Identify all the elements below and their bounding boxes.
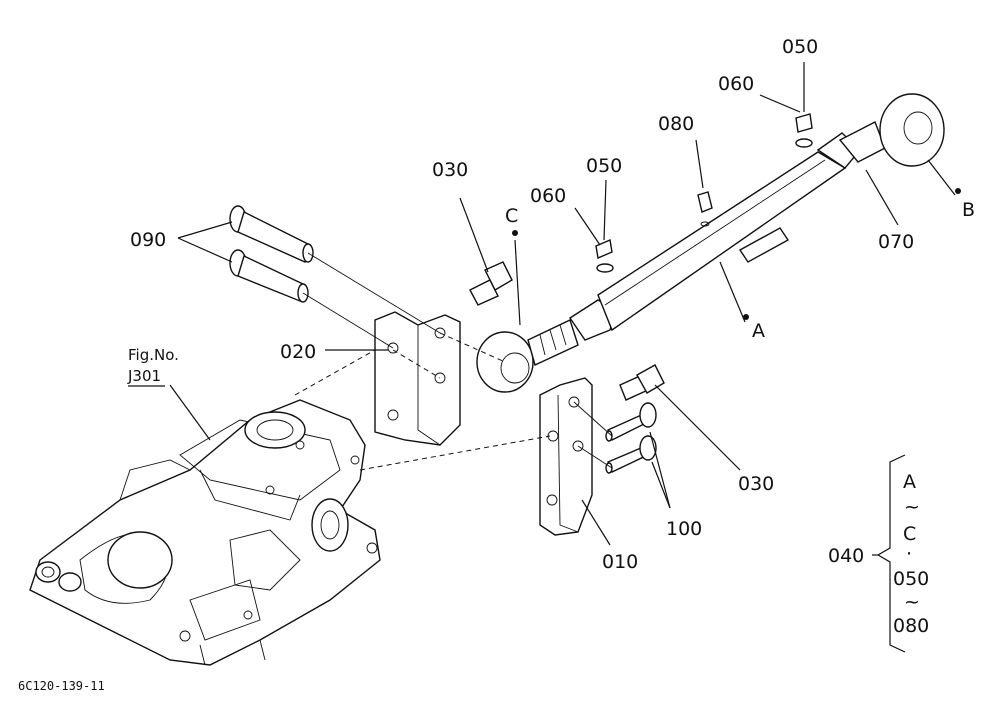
- group-tilde-2: ~: [904, 591, 920, 613]
- callout-030-top: 030: [432, 159, 468, 181]
- group-text-c: C: [903, 523, 916, 545]
- washer-060-top: [795, 138, 813, 148]
- group-dot: ·: [906, 543, 912, 565]
- callout-040: 040: [828, 545, 864, 567]
- callout-050-mid: 050: [586, 155, 622, 177]
- callout-080: 080: [658, 113, 694, 135]
- point-c-marker: [512, 230, 518, 236]
- grease-fitting-080: [697, 191, 713, 227]
- callout-060-mid: 060: [530, 185, 566, 207]
- point-b-marker: [955, 188, 961, 194]
- nut-050-top: [795, 113, 813, 133]
- figure-ref-line2: J301: [127, 367, 161, 385]
- callout-050-top: 050: [782, 36, 818, 58]
- callout-020: 020: [280, 341, 316, 363]
- transmission-housing: [29, 399, 381, 666]
- callout-070: 070: [878, 231, 914, 253]
- callout-090: 090: [130, 229, 166, 251]
- pin-100-upper: [605, 402, 657, 442]
- bolt-030-upper: [469, 261, 513, 306]
- callout-010: 010: [602, 551, 638, 573]
- leader-lines: [169, 62, 956, 546]
- callout-point-a: A: [752, 320, 765, 342]
- pin-090-upper: [229, 205, 314, 263]
- group-text-080: 080: [893, 615, 929, 637]
- washer-060-mid: [596, 263, 614, 273]
- callout-060-top: 060: [718, 73, 754, 95]
- pin-090-lower: [229, 249, 309, 303]
- top-link-assembly: [476, 93, 945, 393]
- callout-point-b: B: [962, 199, 975, 221]
- callout-point-c: C: [505, 205, 518, 227]
- bracket-010: [539, 377, 593, 536]
- bolt-030-lower: [619, 364, 665, 401]
- callout-030-right: 030: [738, 473, 774, 495]
- group-tilde-1: ~: [904, 496, 920, 518]
- callout-100: 100: [666, 518, 702, 540]
- drawing-code: 6C120-139-11: [18, 679, 105, 693]
- bracket-020: [374, 311, 461, 446]
- group-text-a: A: [903, 471, 916, 493]
- figure-ref-line1: Fig.No.: [128, 346, 179, 364]
- pin-100-lower: [605, 435, 657, 474]
- group-text-050: 050: [893, 568, 929, 590]
- point-a-marker: [743, 314, 749, 320]
